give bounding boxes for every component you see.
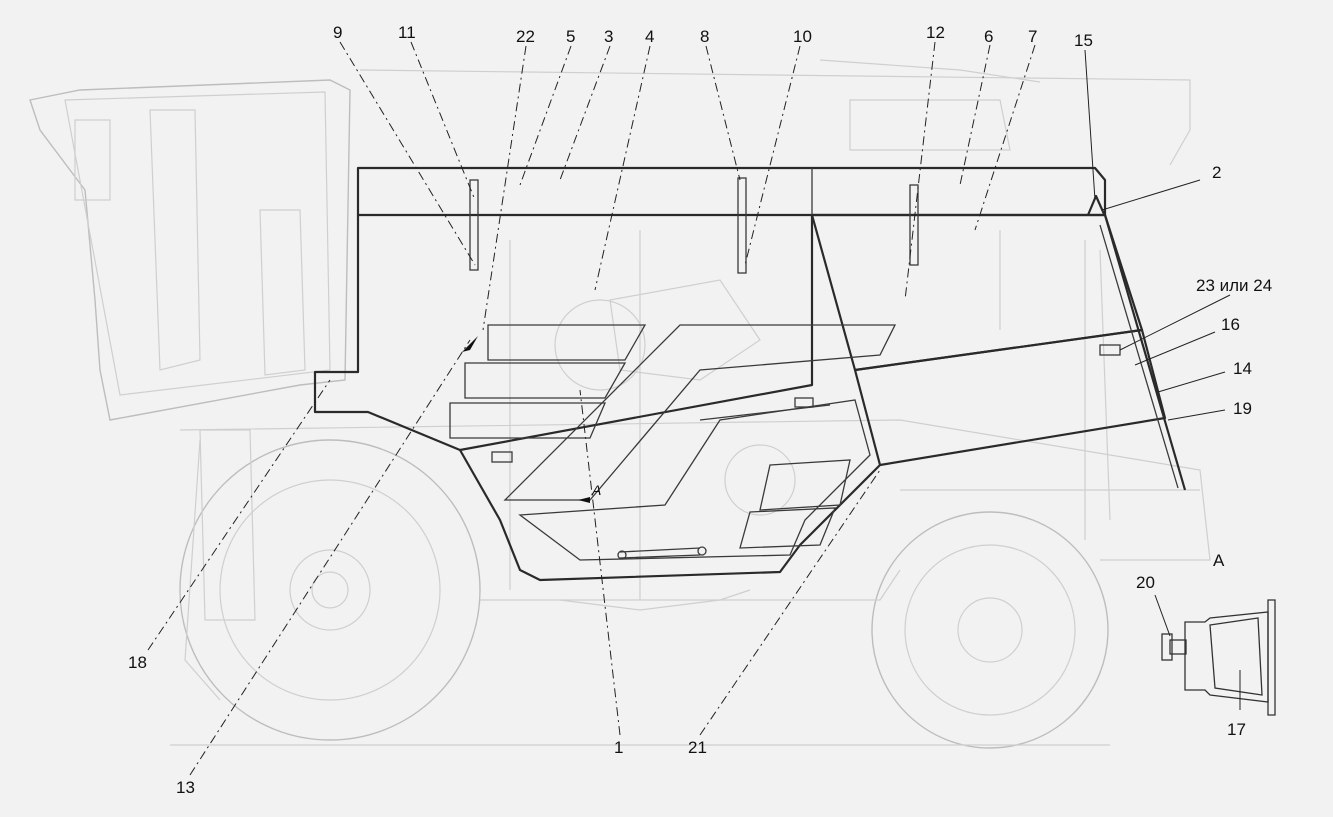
callout-18: 18 [128, 653, 147, 672]
leader-lines [147, 41, 1231, 776]
callout-22: 22 [516, 27, 535, 46]
upper-side-frame [356, 166, 1107, 217]
hinge [909, 184, 919, 266]
callout-9: 9 [333, 23, 342, 42]
callout-1: 1 [614, 738, 623, 757]
label-plate [491, 451, 513, 463]
callout-3: 3 [604, 27, 613, 46]
callout-16: 16 [1221, 315, 1240, 334]
detail-view-a [1154, 594, 1276, 716]
callout-10: 10 [793, 27, 812, 46]
callout-19: 19 [1233, 399, 1252, 418]
front-side-panel [313, 215, 814, 452]
hinge [469, 179, 479, 271]
door-handle [619, 547, 701, 559]
rear-upper-panel [812, 213, 1144, 372]
rear-lower-panel [854, 328, 1167, 467]
latch-bracket [1086, 194, 1106, 216]
callout-7: 7 [1028, 27, 1037, 46]
rear-edge-trim [1103, 214, 1187, 491]
callout-15: 15 [1074, 31, 1093, 50]
background-machine-outline [29, 59, 1211, 749]
panel-stiffener-ribs [449, 177, 1121, 561]
door-panel [459, 214, 882, 582]
callout-21: 21 [688, 738, 707, 757]
callout-labels: 9 11 22 5 3 4 8 10 12 6 7 15 2 23 или 24… [128, 23, 1272, 797]
callout-20: 20 [1136, 573, 1155, 592]
callout-4: 4 [645, 27, 654, 46]
callout-11: 11 [398, 23, 416, 42]
callout-2: 2 [1212, 163, 1221, 182]
callout-8: 8 [700, 27, 709, 46]
section-view-marker: A [591, 482, 601, 498]
label-plate [794, 397, 814, 408]
callout-17: 17 [1227, 720, 1246, 739]
detail-view-title: A [1213, 551, 1225, 570]
callout-12: 12 [926, 23, 945, 42]
hinge [737, 177, 747, 274]
callout-13: 13 [176, 778, 195, 797]
callout-5: 5 [566, 27, 575, 46]
callout-14: 14 [1233, 359, 1252, 378]
callout-23-24: 23 или 24 [1196, 276, 1272, 295]
side-panel-assembly [313, 166, 1187, 582]
callout-6: 6 [984, 27, 993, 46]
